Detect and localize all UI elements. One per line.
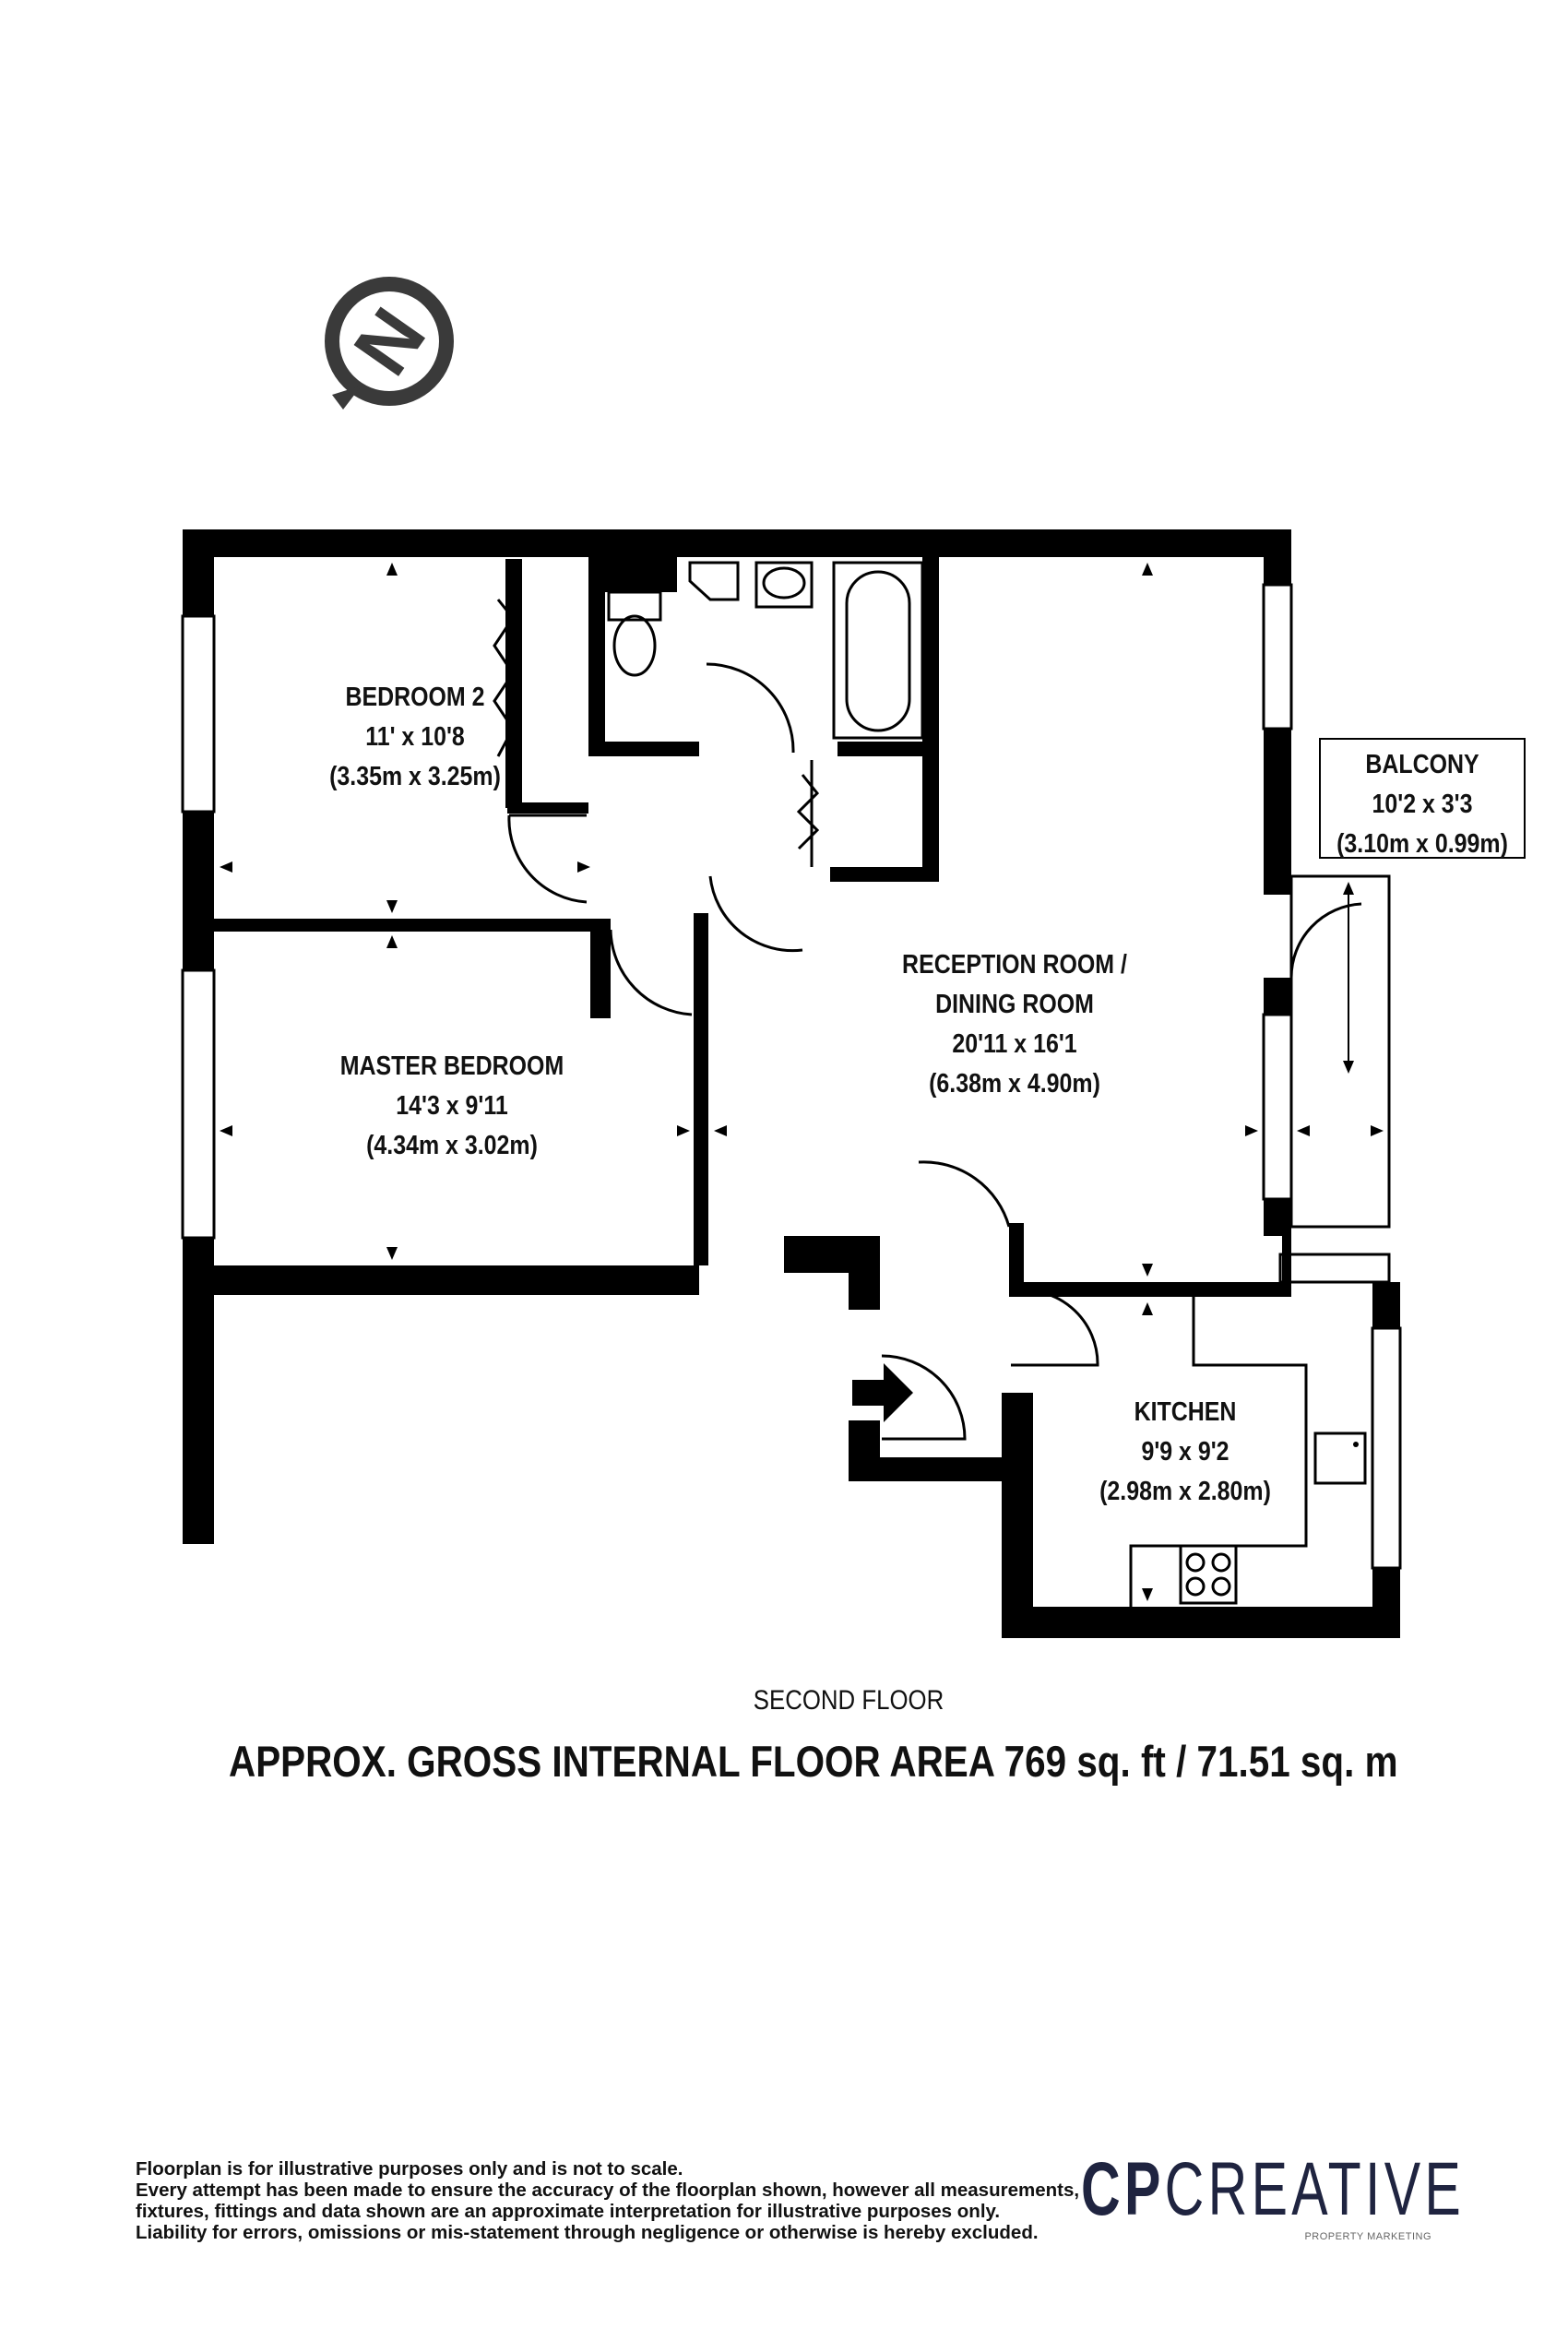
room-label-kitchen: KITCHEN 9'9 x 9'2 (2.98m x 2.80m) — [1070, 1393, 1300, 1512]
room-size-metric: (2.98m x 2.80m) — [1099, 1477, 1271, 1506]
room-size-imperial: 14'3 x 9'11 — [396, 1091, 508, 1121]
logo-bold: CP — [1081, 2147, 1165, 2231]
bathroom-fixtures — [607, 561, 924, 740]
walls — [181, 529, 1402, 1638]
room-size-metric: (3.35m x 3.25m) — [329, 762, 501, 791]
room-size-imperial: 9'9 x 9'2 — [1141, 1437, 1229, 1467]
room-name-line-1: RECEPTION ROOM / — [902, 950, 1127, 980]
logo-light: CREATIVE — [1164, 2147, 1466, 2231]
disclaimer-line: Liability for errors, omissions or mis-s… — [136, 2222, 1039, 2243]
disclaimer-line: fixtures, fittings and data shown are an… — [136, 2201, 1001, 2222]
room-size-metric: (4.34m x 3.02m) — [366, 1131, 538, 1160]
logo-wordmark: CPCREATIVE — [1081, 2152, 1461, 2227]
room-name: BEDROOM 2 — [345, 683, 485, 712]
kitchen-fittings — [1129, 1297, 1367, 1607]
compass-icon: N — [325, 277, 454, 410]
room-size-imperial: 10'2 x 3'3 — [1372, 790, 1473, 819]
area-summary: APPROX. GROSS INTERNAL FLOOR AREA 769 sq… — [229, 1737, 1398, 1786]
company-logo: CPCREATIVE PROPERTY MARKETING — [1081, 2152, 1461, 2253]
room-label-balcony: BALCONY 10'2 x 3'3 (3.10m x 0.99m) — [1335, 745, 1509, 864]
room-label-master-bedroom: MASTER BEDROOM 14'3 x 9'11 (4.34m x 3.02… — [317, 1047, 587, 1166]
room-name-line-2: DINING ROOM — [935, 990, 1094, 1019]
room-size-metric: (6.38m x 4.90m) — [929, 1069, 1100, 1099]
entrance-arrow-icon — [852, 1363, 913, 1422]
floor-name: SECOND FLOOR — [753, 1685, 944, 1716]
disclaimer-line: Floorplan is for illustrative purposes o… — [136, 2158, 683, 2180]
room-size-metric: (3.10m x 0.99m) — [1336, 829, 1508, 859]
logo-tagline: PROPERTY MARKETING — [1304, 2231, 1431, 2242]
room-size-imperial: 20'11 x 16'1 — [952, 1029, 1077, 1059]
dimension-markers — [220, 563, 1384, 1601]
room-label-reception: RECEPTION ROOM / DINING ROOM 20'11 x 16'… — [872, 945, 1158, 1104]
room-size-imperial: 11' x 10'8 — [365, 722, 465, 752]
balcony-label-box: BALCONY 10'2 x 3'3 (3.10m x 0.99m) — [1319, 738, 1526, 859]
room-name: KITCHEN — [1134, 1397, 1237, 1427]
room-name: BALCONY — [1365, 750, 1479, 779]
wardrobes — [493, 559, 820, 867]
room-label-bedroom-2: BEDROOM 2 11' x 10'8 (3.35m x 3.25m) — [296, 678, 534, 797]
disclaimer-line: Every attempt has been made to ensure th… — [136, 2180, 1080, 2201]
disclaimer: Floorplan is for illustrative purposes o… — [136, 2158, 1132, 2243]
doors — [507, 662, 1362, 1441]
room-name: MASTER BEDROOM — [339, 1051, 564, 1081]
